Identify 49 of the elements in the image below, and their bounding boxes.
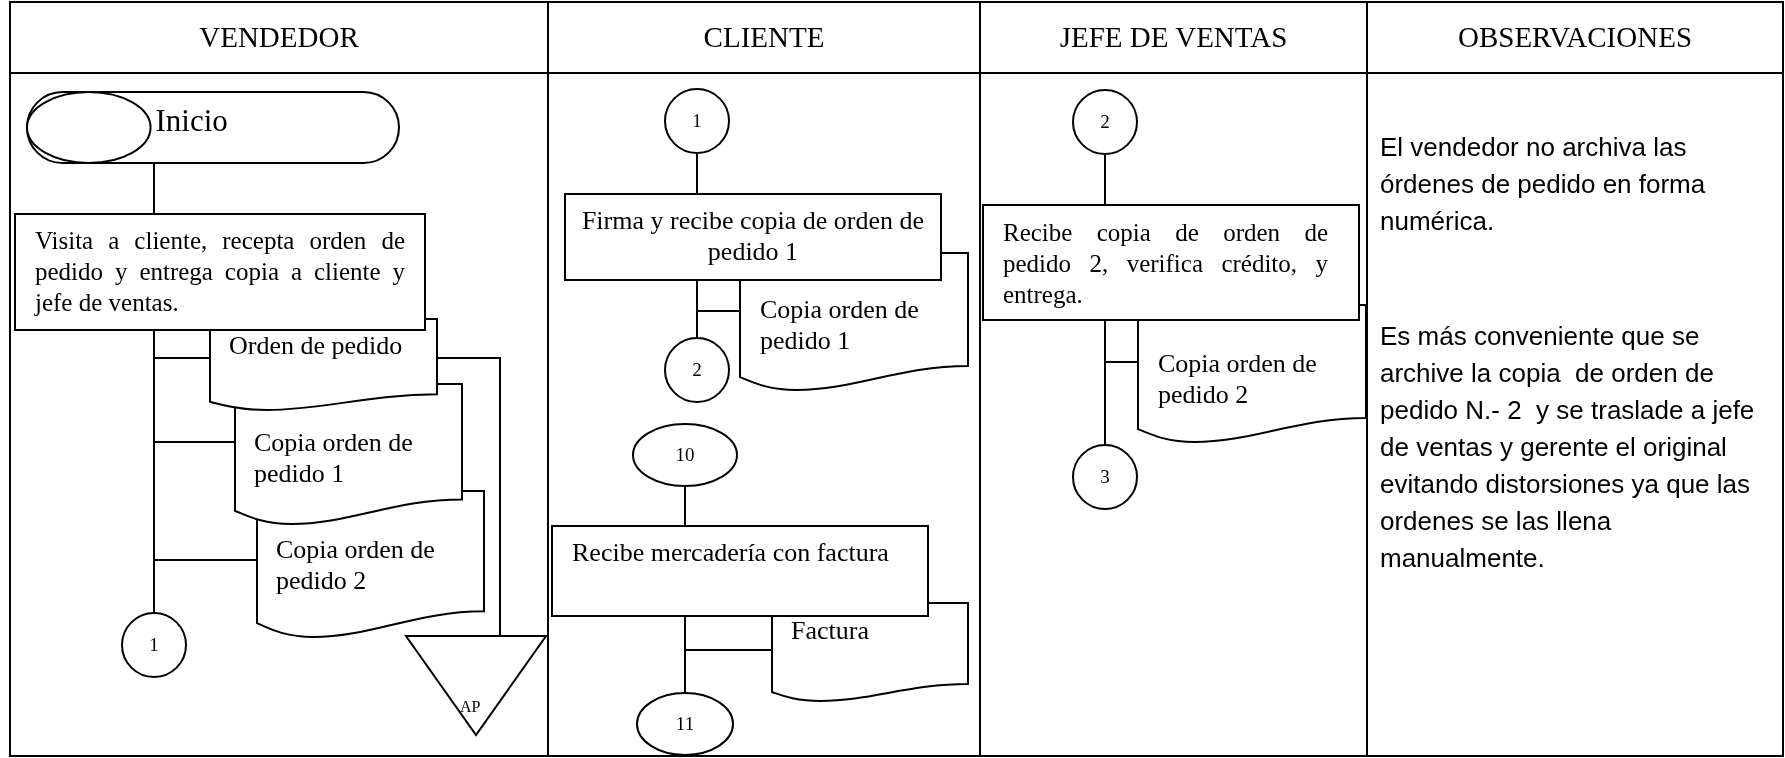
connector-line xyxy=(684,616,686,693)
lane-header: OBSERVACIONES xyxy=(1368,3,1782,74)
connector-number: 10 xyxy=(674,443,696,467)
connector-line xyxy=(684,486,686,526)
connector-number: 2 xyxy=(691,358,703,382)
swimlane xyxy=(549,1,981,757)
connector-line xyxy=(153,330,155,613)
connector-circle xyxy=(632,423,738,487)
document-label: Copia orden de pedido 2 xyxy=(1158,348,1318,410)
lane-header: VENDEDOR xyxy=(11,3,547,74)
process-box xyxy=(564,193,942,281)
connector-line xyxy=(696,280,698,338)
document-label: Copia orden de pedido 1 xyxy=(254,427,414,489)
connector-number: 3 xyxy=(1099,465,1111,489)
document-label: Copia orden de pedido 2 xyxy=(276,534,436,596)
process-box xyxy=(982,204,1360,321)
connector-circle xyxy=(1072,89,1138,155)
connector-number: 2 xyxy=(1099,110,1111,134)
document-label: Copia orden de pedido 1 xyxy=(760,294,920,356)
connector-circle xyxy=(636,692,734,756)
connector-circle xyxy=(664,88,730,154)
swimlane xyxy=(1368,1,1784,757)
connector-circle xyxy=(121,612,187,678)
connector-line xyxy=(153,163,155,214)
lane-header: CLIENTE xyxy=(549,3,979,74)
archive-triangle xyxy=(405,635,547,736)
step-text: Recibe mercadería con factura xyxy=(572,537,890,568)
document-label: Factura xyxy=(791,615,870,646)
step-text: Visita a cliente, recepta orden de pedido y entrega copia a cliente y jefe de ventas. xyxy=(35,226,405,318)
connector-number: 1 xyxy=(691,109,703,133)
archive-label: AP xyxy=(460,698,481,716)
connector-line xyxy=(437,357,501,636)
connector-circle xyxy=(1072,444,1138,510)
connector-line xyxy=(1104,154,1106,205)
swimlane xyxy=(981,1,1368,757)
connector-line xyxy=(1104,320,1106,445)
connector-number: 1 xyxy=(148,633,160,657)
process-box xyxy=(551,525,929,617)
connector-circle xyxy=(664,337,730,403)
swimlane xyxy=(9,1,549,757)
connector-number: 11 xyxy=(674,712,696,736)
lane-header: JEFE DE VENTAS xyxy=(981,3,1366,74)
note-text: El vendedor no archiva las órdenes de pedido en forma numérica. xyxy=(1380,131,1707,238)
step-text: Firma y recibe copia de orden de pedido 1 xyxy=(580,205,926,267)
step-text: Recibe copia de orden de pedido 2, verifica crédito, y entrega. xyxy=(1003,218,1328,310)
note-text: Es más conveniente que se archive la copia de orden de pedido N.- 2 y se traslade a jefe de ventas y gerente el original evitando distorsiones ya que las ordenes se las llena manualmente. xyxy=(1380,320,1756,575)
connector-line xyxy=(696,153,698,194)
document-label: Orden de pedido xyxy=(229,330,404,361)
terminal-label: Inicio xyxy=(155,103,228,139)
